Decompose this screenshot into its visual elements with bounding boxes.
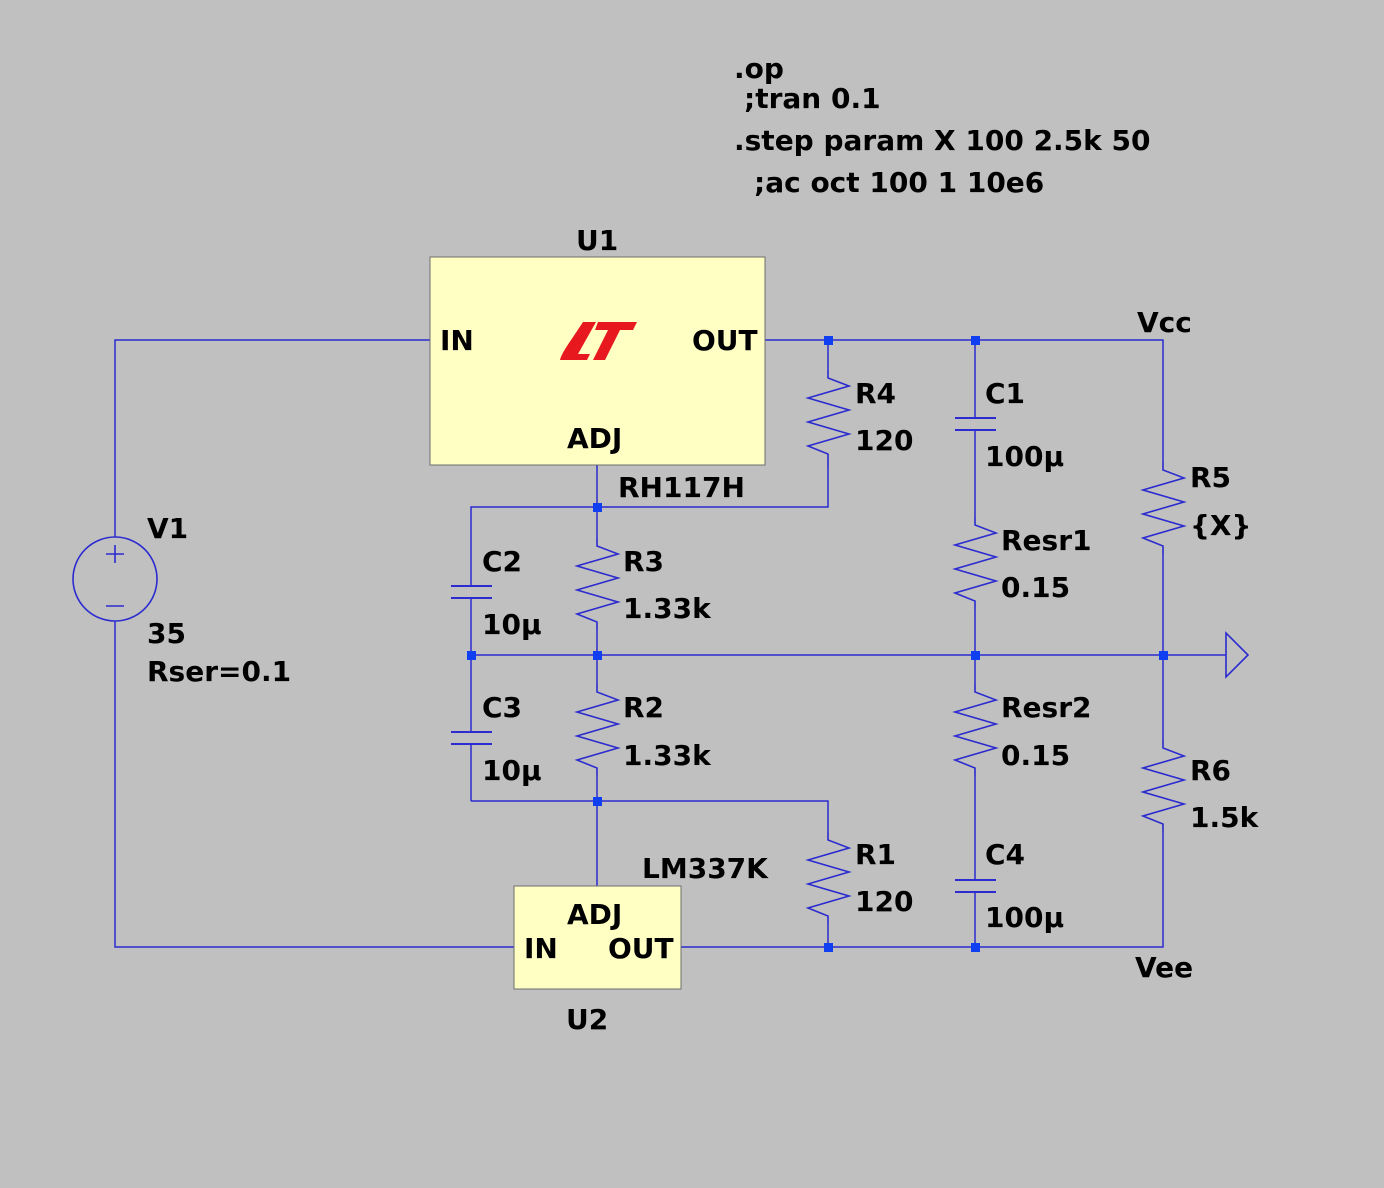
u1-body[interactable] [429, 256, 766, 466]
v1-name: V1 [147, 512, 188, 545]
r1-value: 120 [855, 885, 913, 918]
r1-name: R1 [855, 838, 896, 871]
junction-dot [1159, 651, 1168, 660]
r6-name: R6 [1190, 754, 1231, 787]
c4-name: C4 [985, 838, 1025, 871]
capacitor-c4-icon[interactable] [955, 879, 996, 893]
r4-name: R4 [855, 377, 896, 410]
r6-value: 1.5k [1190, 801, 1260, 834]
junction-dot [467, 651, 476, 660]
u1-name: U1 [576, 224, 618, 257]
resr1-value: 0.15 [1001, 571, 1070, 604]
wire-vcc[interactable] [765, 339, 1164, 462]
u2-pin-in-label: IN [524, 932, 558, 965]
u2-pin-out-label: OUT [608, 932, 674, 965]
wire-vee[interactable] [681, 832, 1164, 948]
resistor-resr1-icon[interactable] [952, 517, 999, 609]
junction-dot [824, 943, 833, 952]
wire-adj2[interactable] [471, 800, 829, 832]
c4-value: 100µ [985, 901, 1064, 934]
u2-body[interactable] [513, 885, 682, 990]
junction-dot [824, 336, 833, 345]
spice-directives[interactable]: .op ;tran 0.1 .step param X 100 2.5k 50 … [734, 52, 1151, 199]
wire-v1-bottom[interactable] [114, 621, 514, 948]
junction-dot [593, 503, 602, 512]
c2-name: C2 [482, 545, 522, 578]
resistor-r5-icon[interactable] [1140, 462, 1187, 554]
v1-rser: Rser=0.1 [147, 655, 291, 688]
junction-dot [971, 651, 980, 660]
c3-value: 10µ [482, 754, 542, 787]
u1-model: RH117H [618, 471, 745, 504]
r2-name: R2 [623, 691, 664, 724]
resistor-resr2-icon[interactable] [952, 684, 999, 776]
resistor-r4-icon[interactable] [805, 370, 852, 468]
capacitor-c3-icon[interactable] [451, 731, 492, 745]
resistor-r6-icon[interactable] [1140, 740, 1187, 832]
junction-dot [971, 943, 980, 952]
u2-model: LM337K [642, 852, 769, 885]
capacitor-c1-icon[interactable] [955, 417, 996, 431]
resr2-value: 0.15 [1001, 739, 1070, 772]
junction-dot [971, 336, 980, 345]
wire-v1-top[interactable] [114, 339, 430, 537]
u2-lm337k[interactable]: ADJ IN OUT [513, 885, 682, 990]
resr1-name: Resr1 [1001, 524, 1092, 557]
directive-step[interactable]: .step param X 100 2.5k 50 [734, 124, 1151, 157]
c1-value: 100µ [985, 440, 1064, 473]
voltage-source-icon[interactable] [72, 536, 158, 622]
net-label-vee[interactable]: Vee [1135, 951, 1193, 984]
r5-name: R5 [1190, 461, 1231, 494]
ground-arrow-icon [1225, 631, 1250, 679]
lt-logo-icon [560, 322, 637, 360]
c1-name: C1 [985, 377, 1025, 410]
c2-value: 10µ [482, 608, 542, 641]
resr2-name: Resr2 [1001, 691, 1092, 724]
u1-rh117h[interactable]: IN OUT ADJ [429, 256, 766, 466]
u2-pin-adj-label: ADJ [567, 898, 622, 931]
u1-pin-in-label: IN [440, 324, 474, 357]
r5-value: {X} [1190, 509, 1251, 542]
u2-name: U2 [566, 1003, 608, 1036]
r4-value: 120 [855, 424, 913, 457]
resistor-r3-icon[interactable] [574, 538, 621, 630]
r2-value: 1.33k [623, 739, 712, 772]
net-label-vcc[interactable]: Vcc [1137, 306, 1192, 339]
capacitor-c2-icon[interactable] [451, 585, 492, 599]
r3-value: 1.33k [623, 592, 712, 625]
v1-value: 35 [147, 617, 186, 650]
c3-name: C3 [482, 691, 522, 724]
resistor-r2-icon[interactable] [574, 684, 621, 776]
u1-pin-out-label: OUT [692, 324, 758, 357]
directive-ac[interactable]: ;ac oct 100 1 10e6 [754, 166, 1044, 199]
junction-dot [593, 797, 602, 806]
wire-adj1[interactable] [470, 468, 829, 586]
junction-dot [593, 651, 602, 660]
directive-op[interactable]: .op [734, 52, 784, 85]
resistor-r1-icon[interactable] [805, 832, 852, 924]
wires [114, 339, 1226, 948]
r3-name: R3 [623, 545, 664, 578]
junctions [467, 336, 1168, 952]
directive-tran[interactable]: ;tran 0.1 [744, 82, 881, 115]
u1-pin-adj-label: ADJ [567, 422, 622, 455]
